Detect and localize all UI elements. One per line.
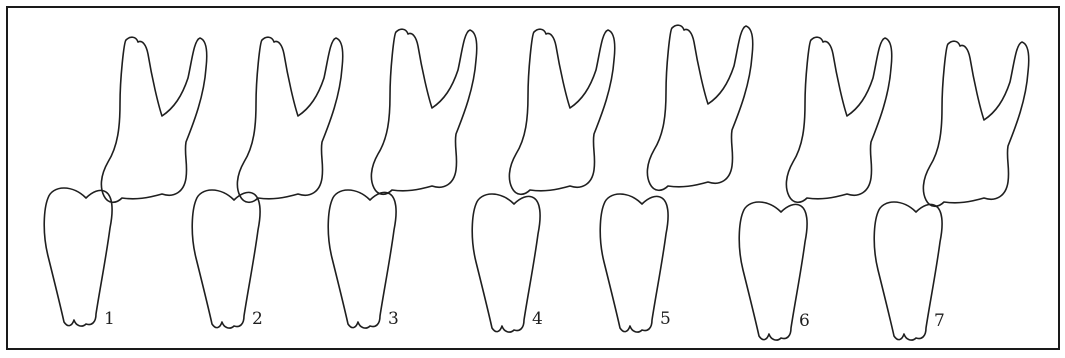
upper-tooth-1 [101,37,206,202]
tooth-pair-4: 4 [472,29,615,332]
lower-tooth-3 [328,190,396,328]
pair-number-label: 7 [934,311,945,331]
lower-tooth-1 [44,188,112,326]
upper-tooth-5 [647,25,752,190]
upper-tooth-4 [509,29,614,194]
upper-tooth-6 [786,37,891,202]
tooth-pair-6: 6 [739,37,892,340]
upper-tooth-2 [237,37,342,202]
pair-number-label: 4 [532,309,543,329]
lower-tooth-6 [739,202,807,340]
tooth-pair-2: 2 [192,37,343,329]
pair-number-label: 3 [388,309,399,329]
pair-number-label: 2 [252,309,263,329]
lower-tooth-2 [192,190,260,328]
lower-tooth-5 [600,194,668,332]
upper-tooth-7 [923,41,1028,206]
tooth-pair-5: 5 [600,25,753,332]
pair-number-label: 1 [104,309,115,329]
pair-number-label: 5 [660,309,671,329]
diagram-frame: 1 2 3 4 5 6 7 [6,6,1060,350]
lower-tooth-4 [472,194,540,332]
upper-tooth-3 [371,29,476,194]
tooth-pair-7: 7 [874,41,1029,340]
pair-number-label: 6 [799,311,810,331]
tooth-pair-3: 3 [328,29,477,329]
tooth-diagram: 1 2 3 4 5 6 7 [8,8,1058,348]
tooth-pair-1: 1 [44,37,207,329]
lower-tooth-7 [874,202,942,340]
